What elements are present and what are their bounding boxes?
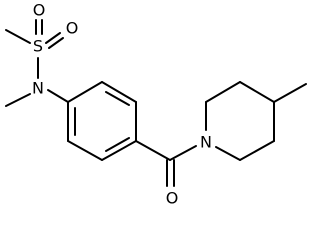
- sulfur-label: S: [33, 37, 43, 56]
- ring-double-bond-inner-2: [105, 137, 130, 152]
- piperidine-bond-5: [239, 140, 275, 161]
- bond-sulfur-oxygen-right-2: [48, 37, 64, 49]
- oxygen-top-label: O: [33, 1, 46, 20]
- bond-aryl-carbonyl: [135, 140, 171, 161]
- ring-bond-2: [67, 140, 103, 161]
- piperidine-bond-6: [215, 146, 241, 161]
- ring-bond-5: [101, 81, 137, 103]
- bond-ring-methyl: [273, 83, 307, 103]
- piperidine-bond-2: [205, 81, 241, 103]
- bond-methyl-sulfur: [5, 29, 31, 44]
- molecule-drawing: S O O N N O: [5, 1, 307, 208]
- oxygen-right-label: O: [66, 19, 79, 38]
- ring-double-bond-inner-3: [105, 91, 130, 106]
- bond-carbonyl-nitrogen: [169, 145, 197, 161]
- amide-nitrogen-label: N: [200, 133, 212, 152]
- ring-bond-3: [101, 140, 137, 161]
- structure-canvas: S O O N N O: [5, 1, 307, 208]
- piperidine-bond-3: [239, 81, 275, 103]
- bond-sulfur-oxygen-right-1: [45, 32, 61, 44]
- bond-nitrogen-methyl: [5, 93, 31, 107]
- sulfonamide-nitrogen-label: N: [32, 79, 44, 98]
- ring-bond-6: [67, 81, 103, 103]
- bond-nitrogen-aryl: [47, 89, 69, 103]
- carbonyl-oxygen-label: O: [166, 189, 179, 208]
